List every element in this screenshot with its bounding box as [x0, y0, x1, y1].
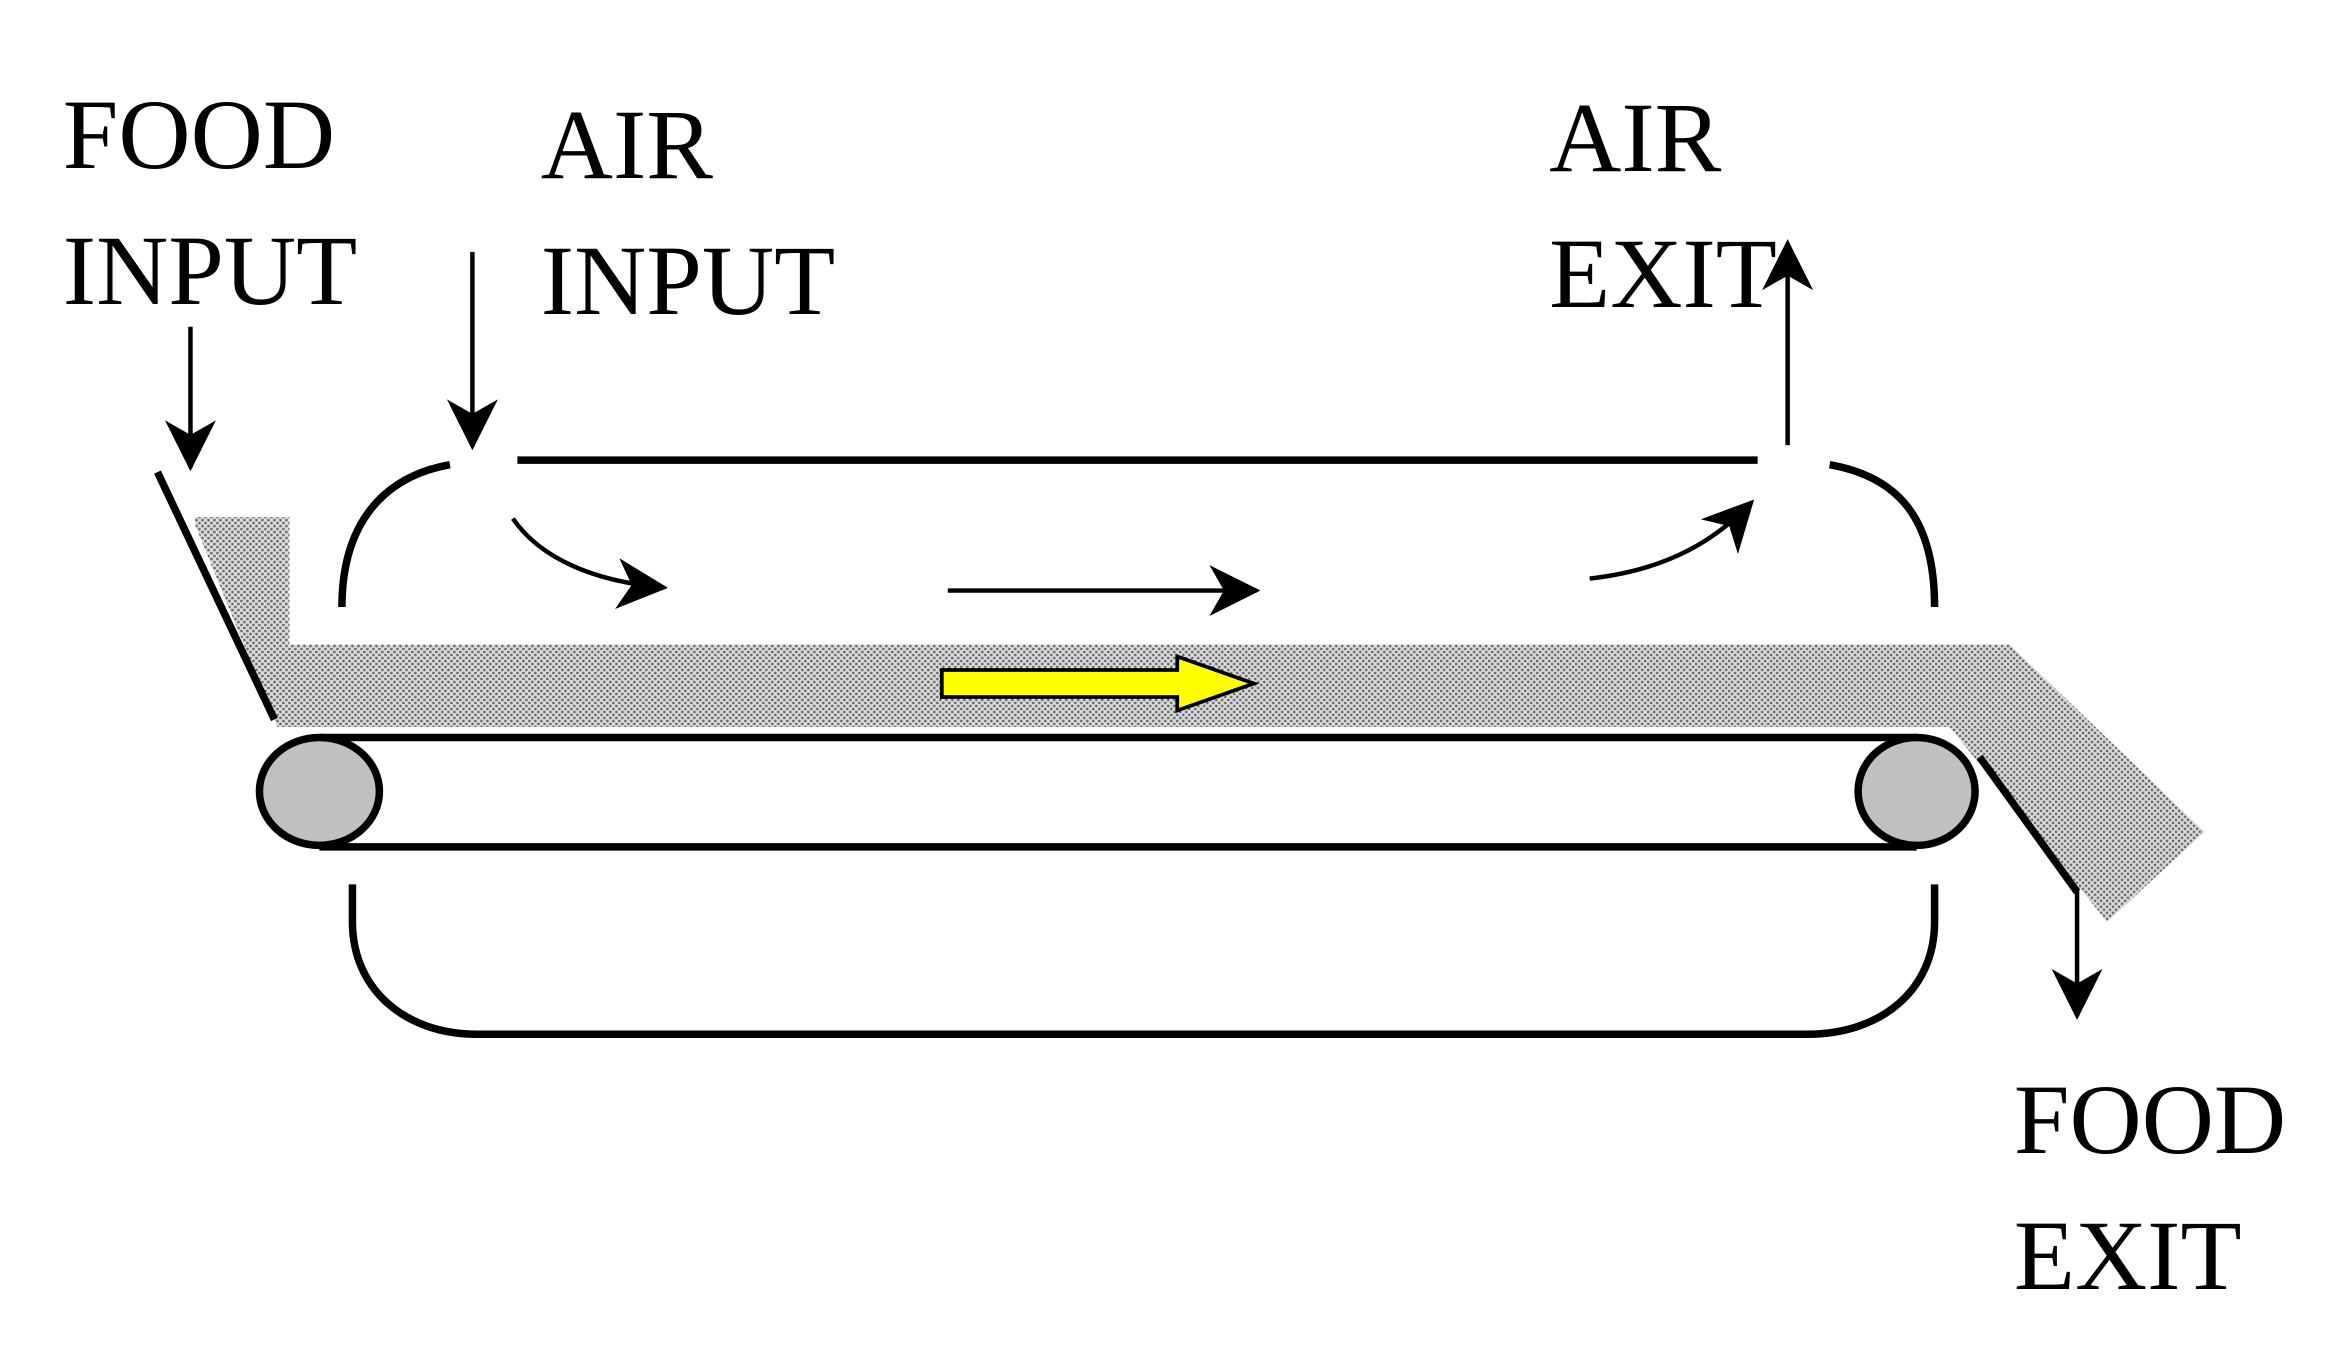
food-chute: [154, 470, 278, 722]
chamber-bottom: [348, 884, 1939, 1038]
right-roller: [1854, 733, 1979, 850]
food-bed: [194, 517, 2205, 922]
belt-direction-arrow: [939, 653, 1260, 714]
food-exit-chute: [1976, 754, 2081, 895]
left-roller: [255, 733, 384, 850]
air-flow-arrow-curve-out: [1589, 499, 1755, 581]
food-exit-label: FOOD EXIT: [2013, 1064, 2287, 1311]
conveyor-belt: [319, 733, 1917, 851]
chamber-top: [338, 456, 1939, 608]
air-exit-label: AIR EXIT: [1549, 82, 1777, 329]
air-input-label: AIR INPUT: [540, 89, 836, 336]
air-flow-arrow-curve-in: [511, 517, 668, 610]
food-input-label: FOOD INPUT: [62, 79, 358, 326]
